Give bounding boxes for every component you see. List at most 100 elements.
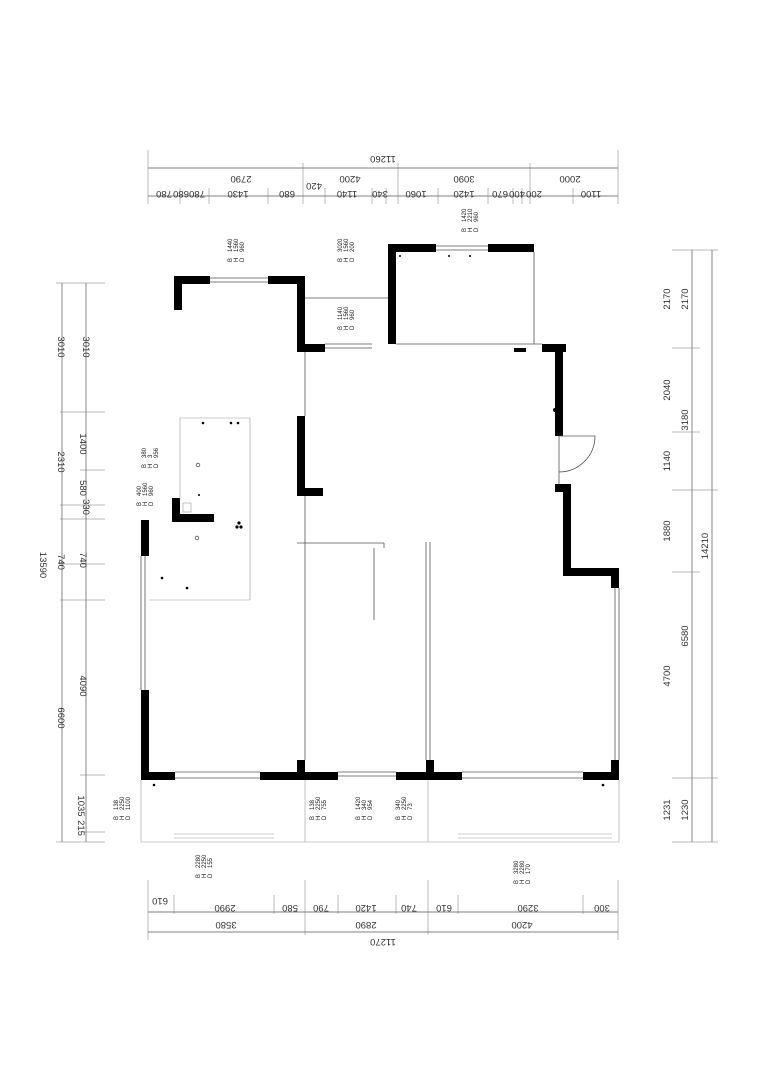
spec-value: 2250 <box>316 796 322 810</box>
spec-value: 3280 <box>514 860 520 874</box>
spec-value: 2250 <box>402 796 408 810</box>
spec-key: B <box>338 258 344 262</box>
walls <box>141 244 619 780</box>
bottom-dim: 2890 <box>355 919 376 930</box>
top-sub-dim: 780 <box>156 188 172 199</box>
spec-value: 2280 <box>196 854 202 868</box>
top-dim: 2000 <box>559 173 580 184</box>
top-sub-dim: 780 <box>189 188 205 199</box>
spec-key: B <box>310 816 316 820</box>
spec-label-4: B 1140 H 1560 D 960 <box>338 306 356 330</box>
spec-key: H <box>468 228 474 232</box>
spec-value: 755 <box>322 799 328 810</box>
bottom-sub-dim: 790 <box>313 902 329 913</box>
spec-value: 138 <box>114 799 120 810</box>
spec-key: B <box>142 464 148 468</box>
spec-value: 960 <box>149 485 155 496</box>
spec-key: D <box>368 815 374 820</box>
spec-key: H <box>234 258 240 262</box>
left-dim: 2310 <box>55 451 66 472</box>
spec-value: 1140 <box>338 306 344 320</box>
left-sub-dim: 215 <box>75 820 86 836</box>
spec-key: H <box>120 816 126 820</box>
spec-value: 1560 <box>344 238 350 252</box>
bottom-dim: 4200 <box>511 919 532 930</box>
spec-key: B <box>228 258 234 262</box>
right-sub-dim: 1140 <box>662 451 673 471</box>
left-sub-dim: 740 <box>77 552 88 568</box>
spec-value: 2210 <box>468 208 474 222</box>
spec-value: 960 <box>240 241 246 252</box>
spec-value: 1420 <box>356 796 362 810</box>
spec-key: H <box>202 874 208 878</box>
spec-key: B <box>514 880 520 884</box>
spec-key: B <box>338 326 344 330</box>
top-sub-dim: 1140 <box>337 188 357 199</box>
bottom-dim: 3580 <box>215 919 236 930</box>
top-sub-dim: 1060 <box>405 188 426 199</box>
spec-key: B <box>356 816 362 820</box>
top-sub-dim: 1420 <box>453 188 474 199</box>
spec-label-3: B 1420 H 2210 D 960 <box>462 208 480 232</box>
spec-value: 1560 <box>234 238 240 252</box>
spec-key: B <box>114 816 120 820</box>
top-sub-dim: 420 <box>306 180 322 191</box>
spec-key: D <box>208 873 214 878</box>
spec-value: 380 <box>142 447 148 458</box>
top-sub-dim: 680 <box>173 188 189 199</box>
bottom-total: 11270 <box>370 936 396 947</box>
right-dim: 2170 <box>680 288 691 309</box>
spec-label-1: B 1440 H 1560 D 960 <box>228 238 246 262</box>
left-total: 13590 <box>37 552 48 578</box>
left-sub-dim: 3010 <box>80 336 91 357</box>
spec-value: 956 <box>154 447 160 458</box>
spec-key: D <box>526 879 532 884</box>
right-dim: 1230 <box>680 799 691 820</box>
spec-value: 1440 <box>228 238 234 252</box>
spec-label-5b: B 380 H 3 D 956 <box>142 447 160 468</box>
partitions <box>140 245 620 843</box>
left-dim: 740 <box>55 554 66 570</box>
spec-value: 2250 <box>202 854 208 868</box>
spec-key: H <box>148 464 154 468</box>
top-sub-dim: 200 <box>526 188 542 199</box>
top-dim: 3090 <box>453 173 474 184</box>
spec-value: 2250 <box>120 796 126 810</box>
top-sub-dim: 680 <box>279 188 295 199</box>
spec-key: B <box>196 874 202 878</box>
spec-value: 3020 <box>338 238 344 252</box>
left-sub-dim: 1035 <box>75 795 86 816</box>
spec-value: 138 <box>310 799 316 810</box>
spec-key: B <box>137 502 143 506</box>
spec-key: H <box>362 816 368 820</box>
spec-label-10: B 340 H 2250 D 73 <box>396 796 414 820</box>
top-sub-dim: 1100 <box>581 188 601 199</box>
spec-value: 73 <box>408 803 414 810</box>
spec-key: H <box>520 880 526 884</box>
top-dimensions: 11260 2790 4200 3090 2000 780 680 780 14… <box>147 150 619 204</box>
left-dim: 3010 <box>55 336 66 357</box>
spec-key: D <box>149 501 155 506</box>
left-sub-dim: 4090 <box>77 675 88 696</box>
spec-key: D <box>322 815 328 820</box>
spec-key: H <box>143 502 149 506</box>
spec-value: 960 <box>474 211 480 222</box>
spec-label-11: B 3280 H 2280 D 170 <box>514 860 532 884</box>
spec-key: D <box>126 815 132 820</box>
bottom-sub-dim: 610 <box>436 902 452 913</box>
spec-label-6: B 138 H 2250 D 1100 <box>114 796 132 820</box>
left-dimensions: 13590 3010 2310 330 740 6600 3010 1400 5… <box>37 282 105 843</box>
spec-value: 1560 <box>344 306 350 320</box>
spec-value: 400 <box>137 485 143 496</box>
spec-key: D <box>240 257 246 262</box>
spec-key: H <box>402 816 408 820</box>
bottom-sub-dim: 610 <box>152 895 168 906</box>
left-dim: 330 <box>80 499 91 515</box>
top-sub-dim: 340 <box>372 188 388 199</box>
spec-label-7: B 2280 H 2250 D 155 <box>196 854 214 878</box>
spec-key: D <box>154 463 160 468</box>
right-total: 14210 <box>700 533 711 559</box>
right-dimensions: 14210 2170 3180 6580 1230 2170 2040 1140… <box>662 249 718 843</box>
bottom-sub-dim: 3290 <box>517 902 538 913</box>
